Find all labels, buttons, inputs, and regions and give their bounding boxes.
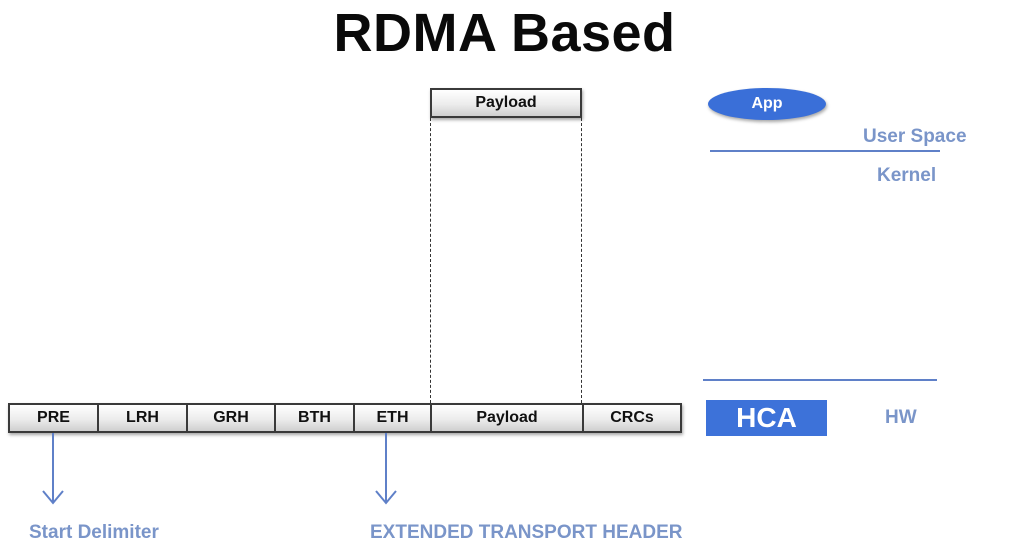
packet-field-lrh: LRH [99,405,188,431]
app-oval: App [708,88,826,120]
packet-row: PRE LRH GRH BTH ETH Payload CRCs [8,403,682,433]
packet-field-eth: ETH [355,405,432,431]
ext-transport-header-label: EXTENDED TRANSPORT HEADER [370,522,683,543]
dashed-line-left [430,118,431,403]
payload-top-box: Payload [430,88,582,118]
start-delimiter-label: Start Delimiter [29,522,159,543]
packet-field-crcs: CRCs [610,409,654,426]
packet-field-pre: PRE [10,405,99,431]
hw-label: HW [885,407,917,428]
packet-field-bth: BTH [276,405,355,431]
ext-transport-arrow [375,433,397,505]
diagram-title: RDMA Based [333,3,676,63]
hca-box: HCA [706,400,827,436]
start-delimiter-arrow [42,433,64,505]
user-space-label: User Space [863,126,967,147]
packet-field-payload: Payload [432,405,584,431]
kernel-hw-divider [703,379,937,381]
user-kernel-divider [710,150,940,152]
packet-field-grh: GRH [188,405,276,431]
kernel-label: Kernel [877,165,937,186]
dashed-line-right [581,118,582,403]
